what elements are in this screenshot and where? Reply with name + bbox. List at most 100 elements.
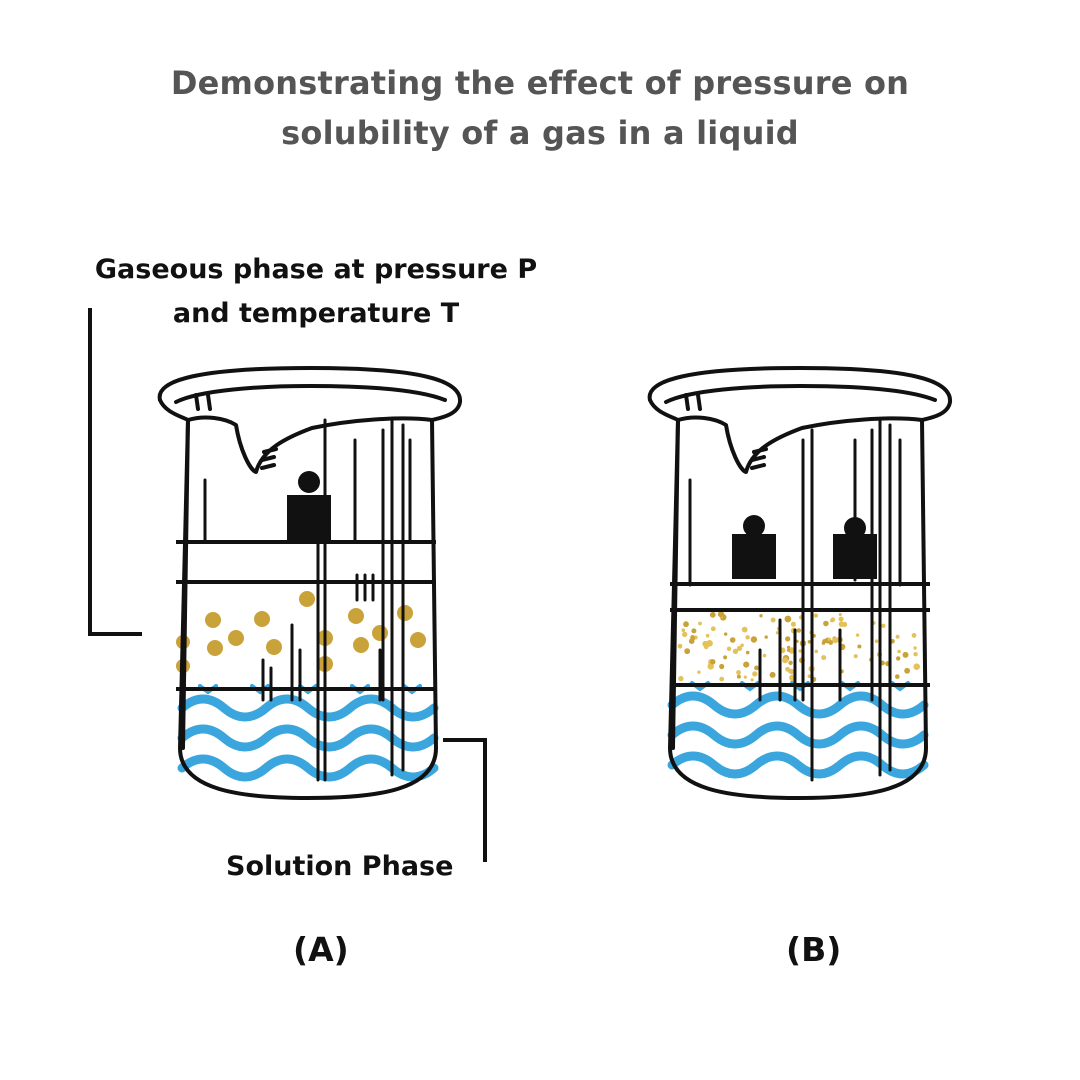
gas-particle [874, 639, 879, 643]
gas-particle [682, 631, 688, 638]
beaker-outline-b [647, 366, 953, 800]
solution-phase-label: Solution Phase [226, 851, 454, 882]
gas-particle [745, 650, 750, 655]
gas-particle [828, 640, 834, 645]
gas-particle [904, 667, 910, 674]
gas-particle [710, 626, 716, 632]
gas-phase-label-line-2: and temperature T [172, 298, 460, 329]
piston-b [670, 582, 930, 687]
gas-phase-label: Gaseous phase at pressure P and temperat… [86, 248, 546, 336]
gas-phase-pointer [88, 308, 142, 636]
gas-particle [690, 635, 695, 640]
gas-particle [683, 621, 689, 628]
gas-particle [832, 637, 839, 644]
gas-particle [723, 655, 728, 660]
gas-particle [710, 659, 716, 665]
gas-particle [881, 623, 886, 628]
gas-particle [705, 633, 710, 638]
gas-particle [895, 634, 900, 639]
gas-particle [743, 675, 747, 679]
gas-particle [896, 656, 901, 661]
gas-particle [784, 615, 792, 623]
gas-particle [754, 665, 759, 671]
diagram-title: Demonstrating the effect of pressure on … [0, 58, 1080, 158]
gas-particle [787, 648, 791, 652]
gas-particle [745, 635, 750, 640]
gas-particle [736, 670, 741, 675]
gas-particle [830, 618, 834, 623]
gas-particle [743, 661, 750, 668]
gas-particle [719, 676, 725, 682]
water-a [177, 684, 439, 782]
beaker-outline-a [157, 366, 463, 800]
gas-particle [698, 621, 702, 626]
gas-particle [717, 611, 725, 618]
glass-streaks-a [203, 418, 412, 782]
gas-particle [770, 617, 776, 623]
beaker-a [157, 366, 463, 800]
gas-particle [762, 653, 767, 658]
water-b [667, 681, 929, 779]
gas-particle [913, 652, 918, 657]
gas-particle [913, 663, 920, 670]
gas-particle [782, 657, 789, 664]
gas-particle [769, 671, 776, 678]
gas-particle [838, 612, 842, 617]
beaker-b [647, 366, 953, 800]
title-line-1: Demonstrating the effect of pressure on [170, 64, 910, 102]
gas-particle [719, 663, 725, 670]
gas-particle [897, 649, 901, 654]
gas-particle [732, 648, 739, 654]
gas-particle [787, 668, 793, 674]
gas-particle [724, 632, 728, 636]
gas-particle [764, 635, 768, 639]
gas-particle [855, 633, 860, 637]
solution-phase-pointer [443, 738, 487, 862]
gas-particle [796, 628, 802, 633]
gas-particle [697, 670, 701, 674]
gas-particle [709, 611, 716, 618]
gas-particle [752, 671, 758, 677]
gas-particles-b [677, 611, 920, 682]
gas-particle [902, 651, 909, 658]
gas-particle [807, 674, 812, 678]
gas-particle [857, 644, 862, 649]
weight-b-1 [732, 515, 776, 579]
gas-particle [729, 637, 736, 643]
gas-particle [741, 626, 748, 633]
gas-particle [813, 613, 819, 618]
gas-particle [750, 678, 754, 682]
gas-particle [807, 640, 812, 644]
gas-particle [678, 675, 684, 682]
gas-particle [750, 636, 758, 643]
gas-particle [691, 628, 697, 634]
gas-particle [895, 674, 900, 679]
gas-particle [759, 614, 763, 618]
gas-particle [913, 646, 917, 650]
weight-b-2 [833, 517, 877, 579]
title-line-2: solubility of a gas in a liquid [281, 114, 799, 152]
gas-particle [681, 628, 686, 632]
gas-particle [786, 645, 791, 650]
caption-b: (B) [786, 930, 842, 969]
gas-particle [814, 649, 819, 654]
gas-particle [788, 660, 793, 665]
gas-particle [823, 620, 829, 627]
gas-particle [838, 621, 845, 627]
gas-particle [790, 621, 796, 627]
caption-a: (A) [293, 930, 349, 969]
gas-particle [821, 655, 827, 661]
gas-particle [702, 640, 709, 647]
gas-particle [775, 631, 780, 635]
gas-particle [911, 633, 917, 638]
gas-particle [740, 643, 744, 648]
gas-phase-label-line-1: Gaseous phase at pressure P [94, 254, 538, 285]
gas-particle [785, 636, 791, 642]
gas-particle [677, 643, 683, 649]
gas-particle [853, 654, 858, 659]
gas-particle [788, 647, 795, 654]
gas-particle [736, 674, 741, 679]
gas-particle [736, 645, 743, 652]
gas-particle [798, 649, 802, 653]
